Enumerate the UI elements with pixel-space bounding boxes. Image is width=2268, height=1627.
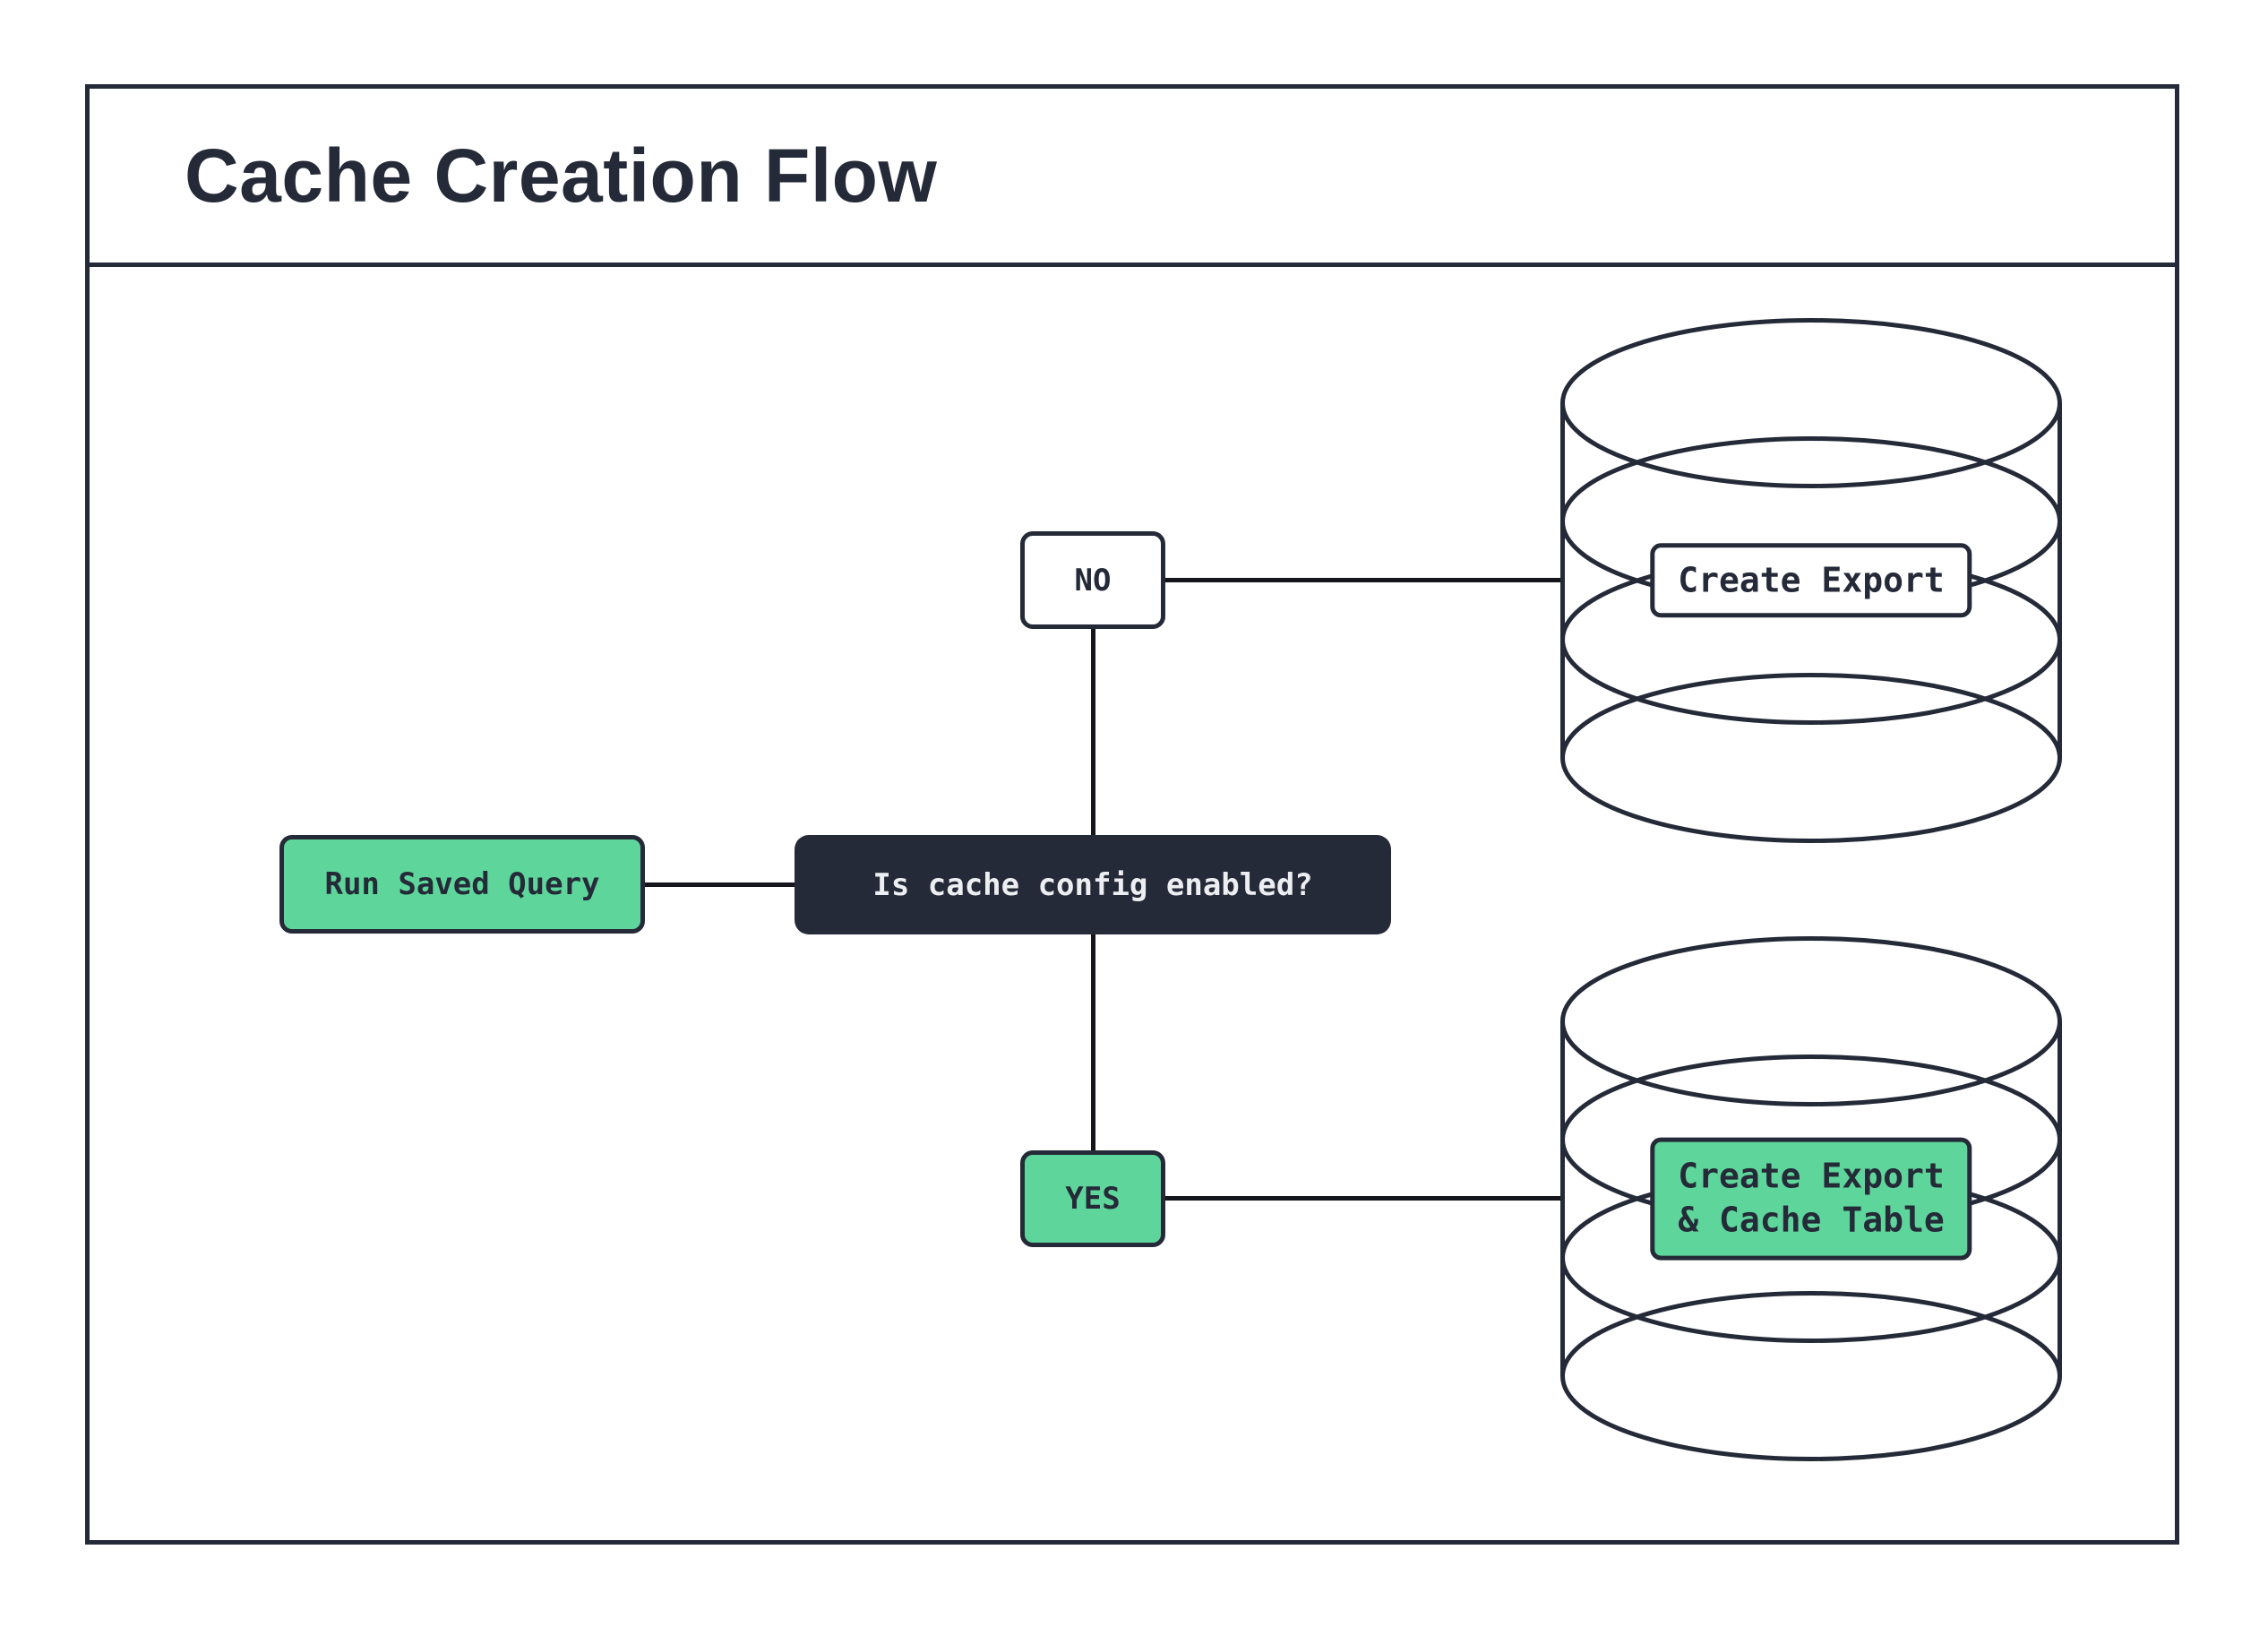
- label-create-export-cache-line2: & Cache Table: [1678, 1201, 1945, 1240]
- branch-no-label: NO: [1074, 562, 1112, 598]
- node-cache-config-decision-label: Is cache config enabled?: [872, 866, 1313, 903]
- page-title: Cache Creation Flow: [185, 133, 938, 218]
- branch-no: NO: [1020, 531, 1165, 629]
- label-create-export-text: Create Export: [1678, 560, 1945, 600]
- branch-yes: YES: [1020, 1150, 1165, 1247]
- node-run-saved-query-label: Run Saved Query: [324, 866, 600, 902]
- label-create-export: Create Export: [1650, 543, 1972, 618]
- branch-yes-label: YES: [1065, 1181, 1121, 1217]
- title-bar: Cache Creation Flow: [90, 89, 2175, 267]
- connector-decision-to-no: [1091, 629, 1095, 835]
- node-cache-config-decision: Is cache config enabled?: [795, 835, 1391, 934]
- connector-start-to-decision: [645, 882, 795, 887]
- connector-yes-to-database: [1165, 1196, 1560, 1201]
- label-create-export-cache-table: Create Export & Cache Table: [1650, 1137, 1972, 1261]
- diagram-frame: Cache Creation Flow: [85, 84, 2179, 1545]
- label-create-export-cache-line1: Create Export: [1678, 1156, 1945, 1196]
- node-run-saved-query: Run Saved Query: [279, 835, 645, 934]
- connector-decision-to-yes: [1091, 934, 1095, 1150]
- database-icon-export-cache: [1560, 936, 2062, 1461]
- connector-no-to-database: [1165, 578, 1560, 582]
